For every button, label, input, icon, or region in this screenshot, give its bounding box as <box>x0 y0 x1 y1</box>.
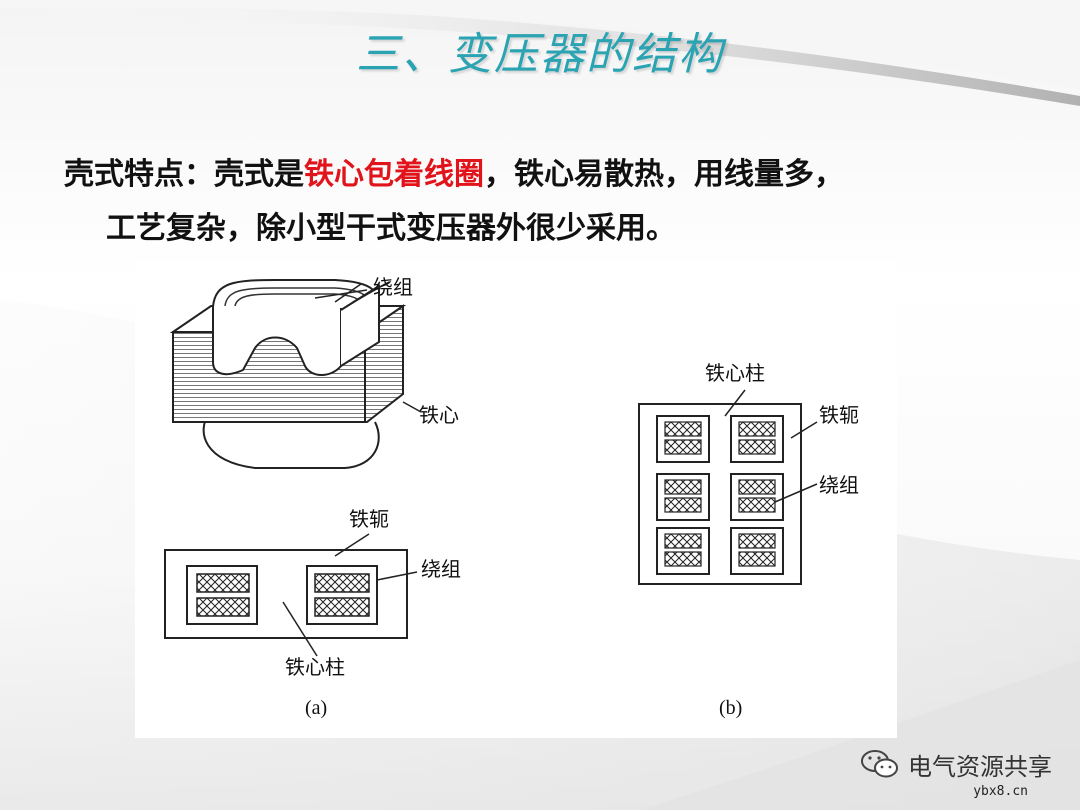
label-b-limb: 铁心柱 <box>705 361 765 385</box>
label-a-core-3d: 铁心 <box>419 403 459 427</box>
slide-body: 壳式特点：壳式是铁心包着线圈，铁心易散热，用线量多， 工艺复杂，除小型干式变压器… <box>64 148 1024 256</box>
watermark-text: 电气资源共享 <box>908 752 1052 781</box>
label-a-winding-3d: 绕组 <box>373 275 413 299</box>
label-a-limb: 铁心柱 <box>285 655 345 679</box>
diagram-svg: 绕组 铁心 铁轭 绕组 铁心柱 (a) <box>164 275 859 719</box>
3d-transformer-drawing <box>169 279 422 469</box>
label-b-yoke: 铁轭 <box>819 403 859 427</box>
b-cross-section <box>638 389 818 585</box>
body-line2: 工艺复杂，除小型干式变压器外很少采用。 <box>106 211 676 246</box>
watermark: 电气资源共享 <box>860 744 1052 784</box>
watermark-site: ybx8.cn <box>973 784 1028 799</box>
body-line1-suffix: ，铁心易散热，用线量多， <box>484 157 844 192</box>
caption-a: (a) <box>305 697 327 719</box>
wechat-icon <box>861 750 898 778</box>
a-cross-section <box>164 533 418 657</box>
label-a-winding: 绕组 <box>421 557 461 581</box>
slide-title: 三、变压器的结构 <box>356 29 724 80</box>
label-b-winding: 绕组 <box>819 473 859 497</box>
caption-b: (b) <box>719 697 742 719</box>
transformer-diagram: 绕组 铁心 铁轭 绕组 铁心柱 (a) <box>135 262 897 738</box>
body-line1-highlight: 铁心包着线圈 <box>304 157 484 192</box>
label-a-yoke: 铁轭 <box>349 507 389 531</box>
body-line1-prefix: 壳式特点：壳式是 <box>64 157 304 192</box>
